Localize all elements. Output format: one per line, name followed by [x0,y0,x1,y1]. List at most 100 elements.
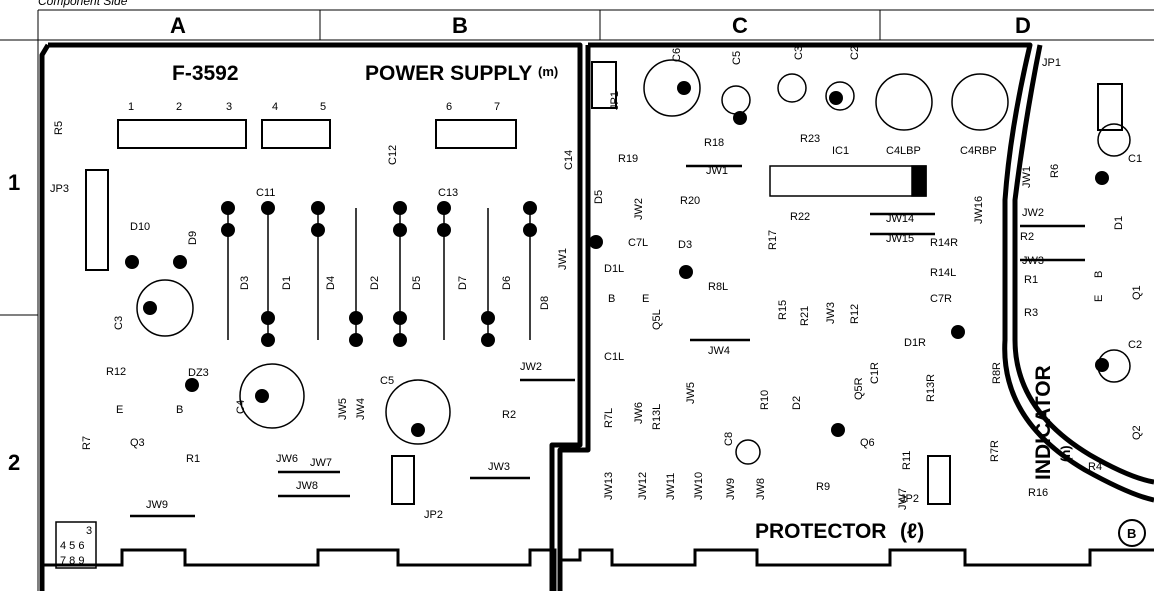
indicator-board-title: INDICATOR [1032,365,1055,480]
pr-label-r9: R9 [816,481,830,493]
pr-label-c8: C8 [723,432,735,446]
ps-label-jp2: JP2 [424,509,443,521]
header-note: Component Side [38,0,128,8]
capacitor-outline [875,73,933,131]
ps-label-jw3: JW3 [488,461,510,473]
in-label-d1: D1 [1113,216,1125,230]
pr-label-d5: D5 [593,190,605,204]
solder-pad [1095,171,1109,185]
power-supply-outline [39,42,583,591]
connector-outline [85,169,109,271]
pr-label-r17: R17 [767,230,779,250]
protector-outline [557,42,1154,591]
ps-label-d9: D9 [187,231,199,245]
ps-label-r1: R1 [186,453,200,465]
solder-pad [411,423,425,437]
connector-outline [391,455,415,505]
pr-label-jw5: JW5 [685,382,697,404]
pr-label-r22: R22 [790,211,810,223]
ps-label-jw6: JW6 [276,453,298,465]
ps-label-e: E [116,404,123,416]
ps-label-r5: R5 [53,121,65,135]
capacitor-outline [643,59,701,117]
pr-label-jw6: JW6 [633,402,645,424]
pr-label-d2: D2 [791,396,803,410]
solder-pad [679,265,693,279]
indicator-outline [1012,44,1154,485]
pr-label-c5: C5 [731,51,743,65]
pin-label-6: 6 [446,101,452,113]
ps-label-c13: C13 [438,187,458,199]
in-label-q1: Q1 [1131,285,1143,300]
capacitor-outline [951,73,1009,131]
pin-label-5: 5 [320,101,326,113]
edge-tabs [40,548,1154,591]
grid-col-c: C [732,13,748,38]
board-b-marker: B [1127,526,1136,541]
pr-label-jw8: JW8 [755,478,767,500]
pin-label-2: 2 [176,101,182,113]
pr-label-r11: R11 [901,451,913,470]
pin-label-1: 1 [128,101,134,113]
pr-label-jw16: JW16 [973,196,985,224]
pr-label-c2: C2 [849,46,861,60]
ps-label-d10: D10 [130,221,150,233]
pr-label-r13l: R13L [651,404,663,430]
ps-label-c11: C11 [256,187,275,199]
in-label-jw1: JW1 [1021,166,1033,188]
pr-label-r7l: R7L [603,408,615,428]
pr-label-jw9: JW9 [725,478,737,500]
ps-label-jw7: JW7 [310,457,332,469]
capacitor-outline [777,73,807,103]
ps-label-d4: D4 [325,276,337,290]
in-label-r4: R4 [1088,461,1102,473]
component-symbols [85,59,1131,518]
ps-label-d5: D5 [411,276,423,290]
ps-label-jw5: JW5 [337,398,349,420]
pr-label-r19: R19 [618,153,638,165]
pr-label-b: B [608,293,615,305]
solder-pad [829,91,843,105]
power-board-suffix: (m) [538,64,558,79]
pr-label-r14r: R14R [930,237,958,249]
pr-label-r8r: R8R [991,362,1003,384]
solder-pad [1095,358,1109,372]
pr-label-jp1: JP1 [609,91,621,110]
solder-pad [589,235,603,249]
pr-label-r8l: R8L [708,281,728,293]
ps-label-c5: C5 [380,375,394,387]
in-label-r3: R3 [1024,307,1038,319]
ic1-marker [911,165,927,197]
pr-label-r20: R20 [680,195,700,207]
solder-pad [831,423,845,437]
grid-frame [0,9,1154,591]
power-board-code: F-3592 [172,62,239,85]
ps-label-c4: C4 [235,400,247,414]
pin-legend-top: 3 [86,525,92,537]
ps-label-jw1: JW1 [557,248,569,270]
in-label-c1: C1 [1128,153,1142,165]
pr-label-jw12: JW12 [637,472,649,500]
in-label-q2: Q2 [1131,425,1143,440]
in-label-b: B [1093,271,1105,278]
pr-label-jw11: JW11 [665,473,677,500]
pin-label-4: 4 [272,101,278,113]
pr-label-jw10: JW10 [693,472,705,500]
pr-label-r10: R10 [759,390,771,410]
in-label-jw2: JW2 [1022,207,1044,219]
solder-pad [185,378,199,392]
solder-pad [677,81,691,95]
board-outlines [39,42,1154,591]
pr-label-jw2: JW2 [633,198,645,220]
pr-label-jw14: JW14 [886,213,914,225]
pin-label-3: 3 [226,101,232,113]
solder-pad [173,255,187,269]
pr-label-r7r: R7R [989,440,1001,462]
connector-outline [927,455,951,505]
pr-label-r13r: R13R [925,374,937,402]
pr-label-r21: R21 [799,306,811,326]
ps-label-c14: C14 [563,150,575,170]
pin-label-7: 7 [494,101,500,113]
